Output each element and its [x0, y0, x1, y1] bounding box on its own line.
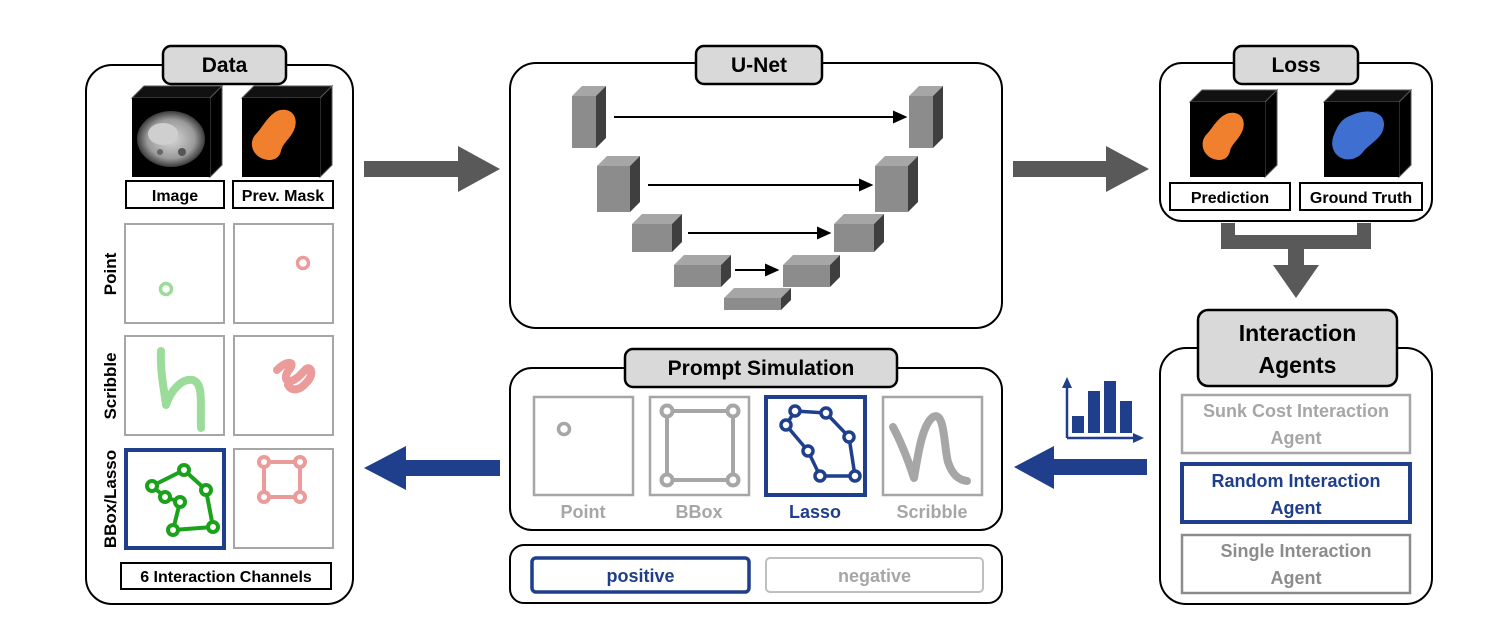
unet-decoder-block-3	[834, 214, 884, 252]
agent-single-line1: Single Interaction	[1220, 541, 1371, 561]
data-title: Data	[202, 54, 248, 77]
prompt-option-point[interactable]: Point	[532, 395, 635, 522]
prev-mask-shape	[251, 109, 296, 160]
positive-scribble-stroke	[156, 347, 205, 432]
loss-panel: Loss Prediction Ground Truth	[1159, 44, 1433, 222]
prompt-simulation-panel: Prompt Simulation Point BBox	[509, 347, 1003, 531]
unet-encoder-block-2	[597, 156, 640, 212]
ground-truth-label: Ground Truth	[1310, 190, 1412, 207]
image-label: Image	[152, 188, 198, 205]
channel-scribble-negative	[233, 335, 334, 436]
data-panel: Data Image Prev. Mask Point Scribble BBo…	[85, 44, 354, 605]
unet-panel: U-Net	[509, 44, 1003, 329]
agents-panel: Interaction Agents Sunk Cost Interaction…	[1159, 308, 1433, 605]
loss-title: Loss	[1271, 54, 1320, 77]
ground-truth-label-box	[1299, 182, 1423, 211]
unet-decoder-block-1	[909, 86, 943, 148]
agent-option-sunk-cost[interactable]: Sunk Cost Interaction Agent	[1180, 393, 1412, 455]
polarity-panel: positive negative	[509, 544, 1003, 604]
positive-point-marker	[158, 281, 174, 297]
row-label-point: Point	[101, 252, 120, 295]
channel-point-positive	[124, 223, 225, 324]
negative-scribble-stroke	[273, 358, 316, 394]
agent-random-line2: Agent	[1271, 498, 1322, 518]
row-label-scribble: Scribble	[101, 352, 120, 419]
prev-mask-label: Prev. Mask	[242, 188, 325, 205]
bar-chart-icon	[1062, 377, 1144, 443]
prompt-title-box	[623, 347, 899, 389]
row-label-bbox-lasso: BBox/Lasso	[101, 450, 120, 548]
unet-decoder-block-4	[783, 255, 840, 287]
unet-encoder-block-1	[572, 86, 606, 148]
ct-image-cube	[130, 84, 224, 179]
prompt-option-scribble-label: Scribble	[896, 502, 967, 522]
prompt-option-scribble[interactable]: Scribble	[881, 395, 984, 522]
data-title-box	[161, 44, 288, 86]
agent-sunk-cost-line1: Sunk Cost Interaction	[1203, 401, 1389, 421]
negative-point-marker	[295, 255, 311, 271]
positive-lasso-polygon	[145, 463, 220, 537]
prediction-cube	[1188, 88, 1279, 179]
positive-toggle-label: positive	[606, 566, 674, 586]
agent-option-random[interactable]: Random Interaction Agent	[1180, 462, 1412, 524]
prompt-title: Prompt Simulation	[668, 357, 855, 380]
agent-random-line1: Random Interaction	[1211, 471, 1380, 491]
loss-title-box	[1232, 44, 1360, 86]
negative-toggle-label: negative	[838, 566, 911, 586]
point-marker-icon	[556, 421, 572, 437]
prompt-option-bbox-label: BBox	[675, 502, 722, 522]
prediction-label-box	[1169, 182, 1291, 211]
prev-mask-label-box	[232, 180, 334, 209]
agent-option-single[interactable]: Single Interaction Agent	[1180, 533, 1412, 595]
prompt-option-lasso[interactable]: Lasso	[764, 395, 867, 522]
agent-single-line2: Agent	[1271, 568, 1322, 588]
arrow-agents-to-prompt	[1014, 446, 1147, 489]
channel-point-negative	[233, 223, 334, 324]
prompt-option-point-label: Point	[561, 502, 606, 522]
negative-bbox-square	[257, 455, 307, 504]
unet-bottleneck-block	[724, 288, 791, 310]
channels-footer-box	[120, 562, 332, 590]
unet-title: U-Net	[731, 54, 787, 77]
prompt-option-bbox[interactable]: BBox	[648, 395, 751, 522]
agents-title-box	[1196, 308, 1399, 388]
prediction-label: Prediction	[1191, 190, 1269, 207]
agents-title-line2: Agents	[1259, 352, 1337, 378]
negative-toggle[interactable]: negative	[765, 557, 984, 593]
unet-encoder-block-4	[674, 255, 731, 287]
scribble-stroke-icon	[889, 412, 971, 485]
unet-encoder-block-3	[632, 214, 682, 252]
image-label-box	[125, 180, 225, 209]
prediction-mask-shape	[1202, 112, 1244, 160]
channels-footer: 6 Interaction Channels	[140, 569, 312, 586]
unet-skip-connections	[614, 110, 908, 277]
unet-title-box	[694, 44, 824, 86]
ground-truth-mask-shape	[1332, 111, 1384, 160]
agents-title-line1: Interaction	[1239, 320, 1357, 346]
lasso-shape-icon	[779, 404, 862, 483]
ground-truth-cube	[1322, 88, 1413, 179]
unet-decoder-block-2	[875, 156, 918, 212]
arrow-loss-to-agents	[1221, 223, 1371, 298]
arrow-unet-to-loss	[1013, 146, 1149, 192]
positive-toggle[interactable]: positive	[530, 556, 751, 594]
prompt-option-lasso-label: Lasso	[789, 502, 841, 522]
agent-sunk-cost-line2: Agent	[1271, 428, 1322, 448]
arrow-data-to-unet	[364, 146, 500, 192]
arrow-prompt-to-data	[364, 446, 500, 490]
prev-mask-cube	[240, 84, 334, 179]
bbox-shape-icon	[659, 403, 741, 488]
